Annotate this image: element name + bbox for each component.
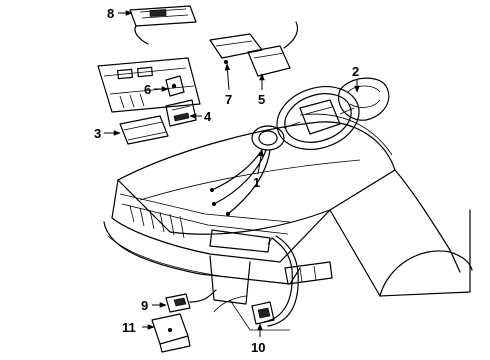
vehicle-front-body (103, 113, 473, 331)
engine-wiring-harness (213, 235, 299, 327)
callout-4: 4 (204, 109, 212, 124)
part-4-sensor (165, 99, 197, 127)
steering-wheel (276, 86, 360, 150)
part-6-bracket (165, 75, 185, 97)
grille (129, 205, 185, 239)
part-5-sensor-module (247, 21, 299, 77)
part-1-coil-assembly (210, 125, 285, 216)
part-3-control-module (119, 115, 169, 145)
callout-2: 2 (352, 64, 359, 79)
callout-5: 5 (258, 92, 265, 107)
leader-lines (104, 10, 360, 337)
callout-3: 3 (94, 126, 101, 141)
callout-11: 11 (122, 320, 136, 335)
part-11-bracket (151, 313, 191, 353)
part-10-side-sensor (251, 301, 275, 325)
callout-1: 1 (253, 175, 260, 190)
callout-10: 10 (251, 340, 265, 355)
part-7-bracket (209, 33, 263, 64)
callout-6: 6 (144, 82, 151, 97)
part-9-front-sensor (165, 289, 217, 313)
callout-8: 8 (107, 6, 114, 21)
callout-7: 7 (225, 92, 232, 107)
callout-9: 9 (141, 298, 148, 313)
part-2-airbag-module (338, 77, 390, 121)
instrument-panel (97, 57, 201, 113)
callout-labels: 8 2 3 4 5 6 7 1 9 11 10 (94, 6, 359, 355)
part-8-module (129, 5, 197, 45)
